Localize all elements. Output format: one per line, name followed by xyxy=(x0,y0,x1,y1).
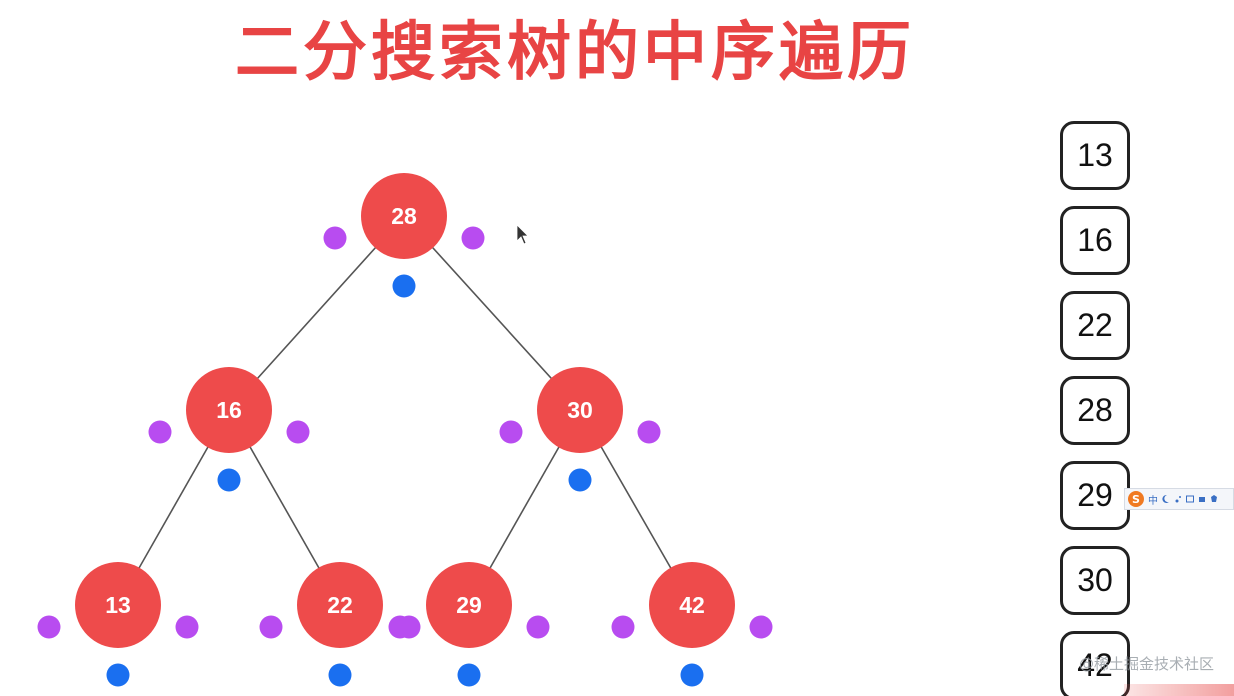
tree-node-label-22: 22 xyxy=(327,592,353,618)
traversal-dot-left-13 xyxy=(37,615,61,639)
sequence-item: 28 xyxy=(1060,376,1130,445)
traversal-dot-left-29 xyxy=(388,615,412,639)
traversal-dot-right-13 xyxy=(175,615,199,639)
tree-node-label-30: 30 xyxy=(567,397,593,423)
corner-decoration xyxy=(1124,684,1234,696)
traversal-dot-left-30 xyxy=(499,420,523,444)
sequence-item: 22 xyxy=(1060,291,1130,360)
tree-node-16 xyxy=(186,367,272,453)
tree-node-13 xyxy=(75,562,161,648)
traversal-dot-right-16 xyxy=(286,420,310,444)
traversal-dot-left-28 xyxy=(323,226,347,250)
tree-node-22 xyxy=(297,562,383,648)
tree-node-28 xyxy=(361,173,447,259)
sogou-logo-icon[interactable]: S xyxy=(1128,491,1144,507)
tree-node-label-16: 16 xyxy=(216,397,242,423)
sequence-item: 42 xyxy=(1060,631,1130,696)
watermark: @稀土掘金技术社区 xyxy=(1078,655,1214,673)
tree-edge-28-30 xyxy=(403,215,581,411)
traversal-markers xyxy=(37,226,773,687)
traversal-dot-right-42 xyxy=(749,615,773,639)
mouse-cursor-icon xyxy=(516,224,529,245)
tree-node-label-13: 13 xyxy=(105,592,131,618)
ime-mode-label[interactable]: 中 xyxy=(1148,495,1158,507)
traversal-dot-left-22 xyxy=(259,615,283,639)
tree-edge-28-16 xyxy=(228,215,405,411)
traversal-dot-middle-28 xyxy=(392,274,416,298)
tree-nodes: 28 16 30 13 22 29 42 xyxy=(75,173,735,648)
traversal-dot-middle-16 xyxy=(217,468,241,492)
traversal-dot-middle-13 xyxy=(106,663,130,687)
slide-title: 二分搜索树的中序遍历 xyxy=(235,16,915,90)
sequence-item: 16 xyxy=(1060,206,1130,275)
tree-node-30 xyxy=(537,367,623,453)
traversal-dot-right-29 xyxy=(526,615,550,639)
traversal-dot-left-16 xyxy=(148,420,172,444)
tree-node-29 xyxy=(426,562,512,648)
tree-node-label-28: 28 xyxy=(391,203,417,229)
skin-icon[interactable] xyxy=(1210,494,1218,504)
punctuation-icon[interactable] xyxy=(1174,494,1182,504)
traversal-dot-middle-29 xyxy=(457,663,481,687)
ime-toolbar[interactable]: S 中 xyxy=(1124,488,1234,510)
traversal-dot-middle-30 xyxy=(568,468,592,492)
keyboard-icon[interactable] xyxy=(1186,494,1194,504)
toolbox-icon[interactable] xyxy=(1198,494,1206,504)
sequence-item: 30 xyxy=(1060,546,1130,615)
traversal-dot-left-42 xyxy=(611,615,635,639)
tree-node-label-29: 29 xyxy=(456,592,482,618)
tree-node-label-42: 42 xyxy=(679,592,705,618)
traversal-dot-right-30 xyxy=(637,420,661,444)
traversal-dot-right-28 xyxy=(461,226,485,250)
moon-icon[interactable] xyxy=(1162,494,1170,504)
traversal-dot-middle-22 xyxy=(328,663,352,687)
traversal-dot-middle-42 xyxy=(680,663,704,687)
sequence-item: 13 xyxy=(1060,121,1130,190)
tree-node-42 xyxy=(649,562,735,648)
sequence-item: 29 xyxy=(1060,461,1130,530)
